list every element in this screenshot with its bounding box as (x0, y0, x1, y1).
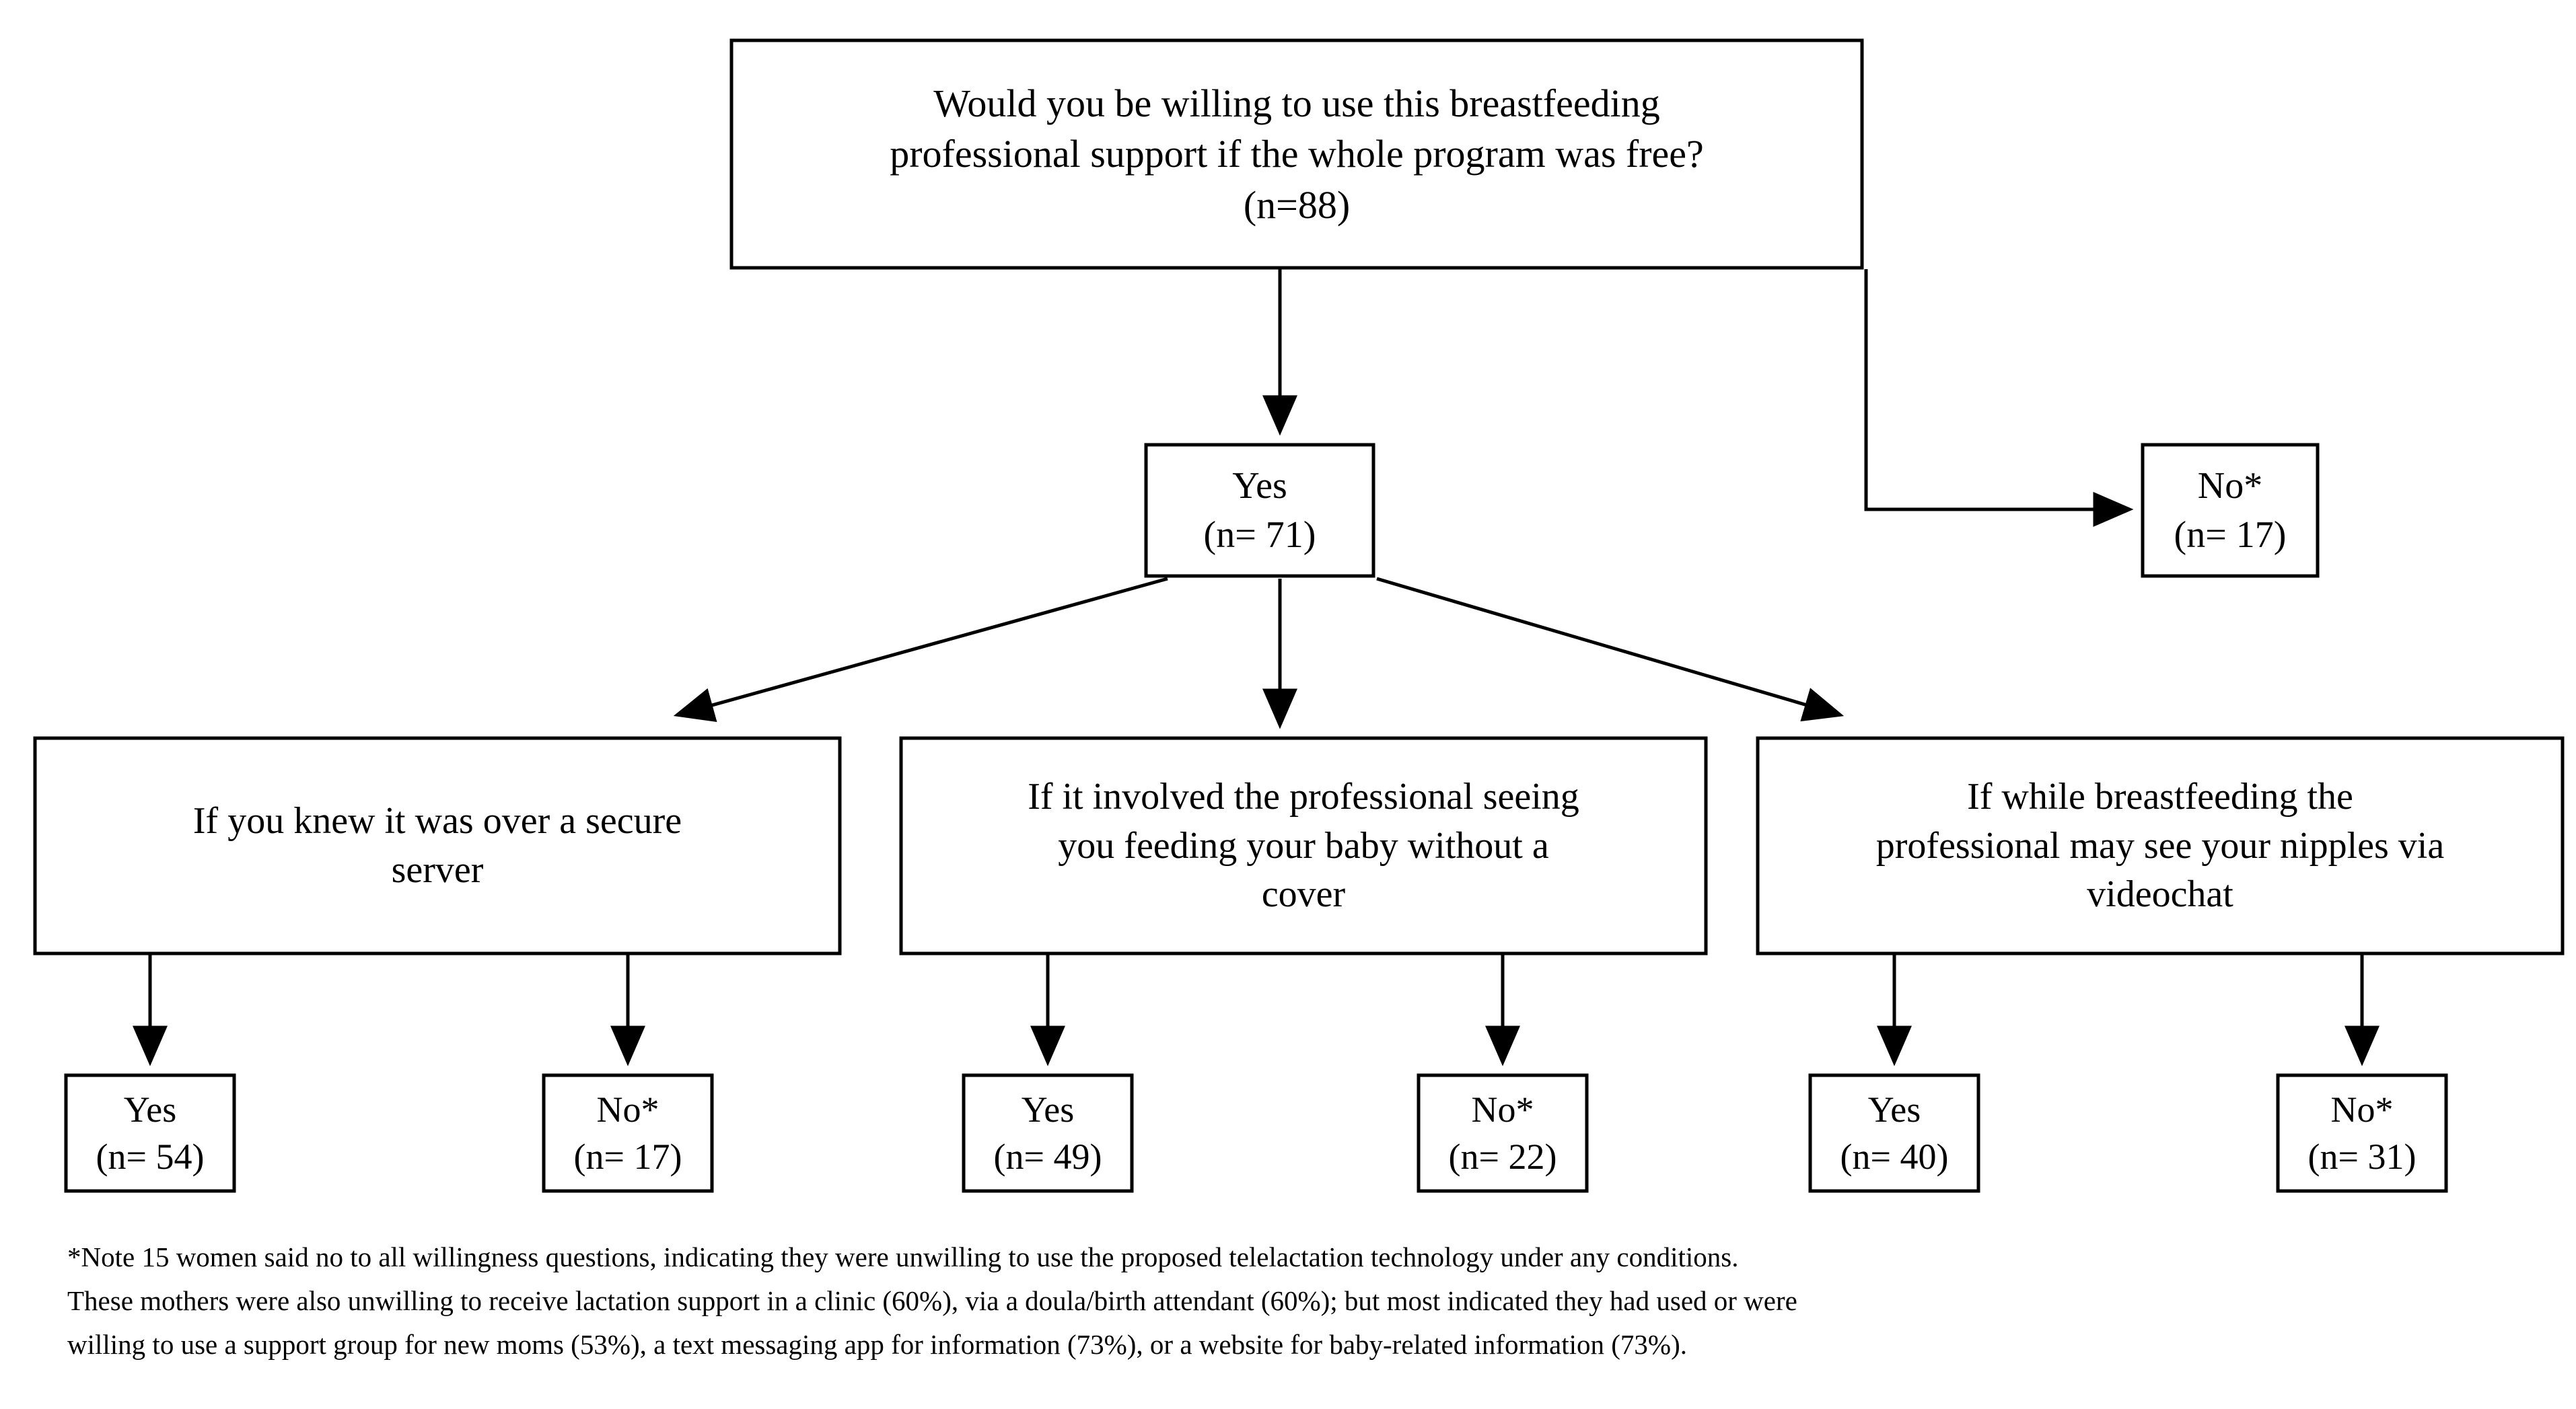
node-rect-level3-yes-40 (1808, 1073, 1980, 1193)
node-rect-level2-without-cover (899, 736, 1708, 955)
node-rect-root-question (729, 38, 1864, 270)
node-rect-level3-yes-54 (64, 1073, 236, 1193)
connector-root-to-no (1864, 269, 2134, 527)
node-rect-level2-nipples-videochat (1756, 736, 2565, 955)
node-rect-level1-no (2141, 443, 2320, 578)
node-rect-level3-no-22 (1417, 1073, 1589, 1193)
connector-yes-to-secure-server (673, 577, 1168, 722)
footnote: *Note 15 women said no to all willingnes… (67, 1235, 2517, 1366)
node-rect-level1-yes (1144, 443, 1375, 578)
node-rect-level2-secure-server (33, 736, 842, 955)
connector-yes-to-nipples-videochat (1376, 577, 1845, 722)
node-rect-level3-no-17 (542, 1073, 714, 1193)
footnote-line-2: These mothers were also unwilling to rec… (67, 1285, 1797, 1316)
footnote-line-3: willing to use a support group for new m… (67, 1328, 1687, 1360)
footnote-line-1: *Note 15 women said no to all willingnes… (67, 1241, 1739, 1272)
node-rect-level3-yes-49 (962, 1073, 1134, 1193)
node-rect-level3-no-31 (2276, 1073, 2448, 1193)
